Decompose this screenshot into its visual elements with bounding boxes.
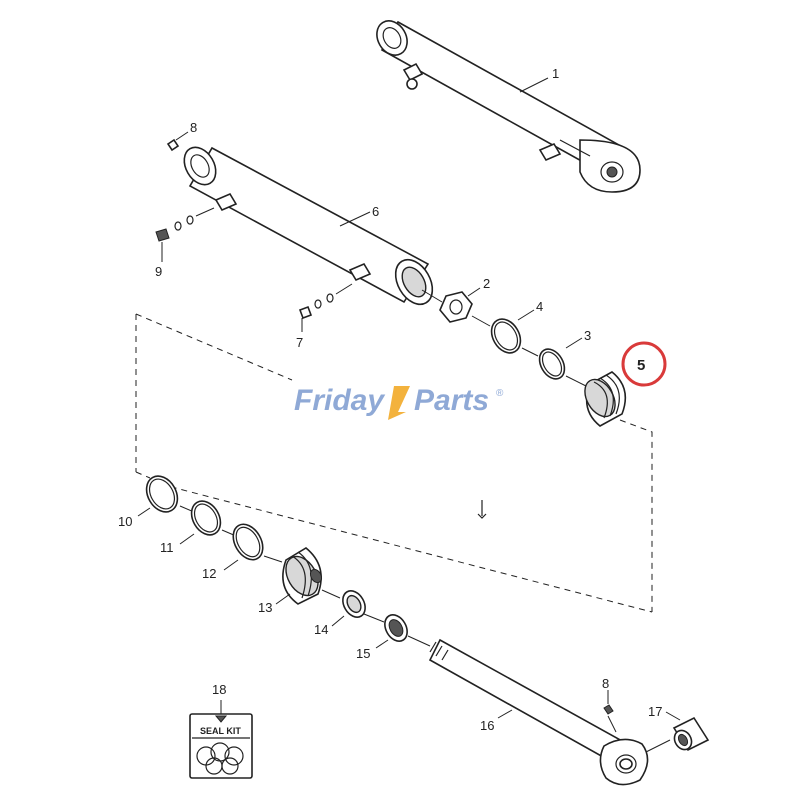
part-6-barrel xyxy=(183,146,434,306)
part-11-o-ring xyxy=(190,500,222,536)
callout-13: 13 xyxy=(258,600,272,615)
part-4-o-ring xyxy=(490,318,522,354)
part-12-backup-ring xyxy=(232,523,264,561)
part-8-grease-fitting-top xyxy=(166,138,180,152)
callout-12: 12 xyxy=(202,566,216,581)
part-1-cylinder-assembly xyxy=(376,20,641,193)
part-16-piston-rod xyxy=(428,638,649,786)
callout-4: 4 xyxy=(536,299,543,314)
callout-10: 10 xyxy=(118,514,132,529)
callout-8-bottom: 8 xyxy=(602,676,609,691)
part-18-seal-kit: SEAL KIT xyxy=(189,713,253,779)
callout-6: 6 xyxy=(372,204,379,219)
callout-7: 7 xyxy=(296,335,303,350)
callout-18: 18 xyxy=(212,682,226,697)
part-8-grease-fitting-bottom xyxy=(603,704,614,715)
watermark-text-parts: Parts xyxy=(414,384,489,417)
callout-16: 16 xyxy=(480,718,494,733)
seal-kit-ring-icon xyxy=(221,757,239,775)
part-7-plug xyxy=(298,283,353,320)
callout-1: 1 xyxy=(552,66,559,81)
watermark-registered-mark: ® xyxy=(496,388,504,399)
watermark-logo: Friday Parts ® xyxy=(294,384,504,420)
part-9-plug xyxy=(155,207,215,242)
watermark-swoosh-icon xyxy=(388,386,410,420)
callout-8-top: 8 xyxy=(190,120,197,135)
part-17-bushing xyxy=(672,716,710,752)
callout-3: 3 xyxy=(584,328,591,343)
part-15-rod-seal xyxy=(384,614,408,642)
seal-kit-ring-icon xyxy=(224,746,244,766)
part-14-wiper xyxy=(342,590,366,618)
part-5-gland xyxy=(584,371,627,427)
callout-5-highlighted: 5 xyxy=(637,357,645,374)
seal-kit-label: SEAL KIT xyxy=(200,726,241,736)
callout-2: 2 xyxy=(483,276,490,291)
highlight-ring xyxy=(621,341,667,387)
callout-9: 9 xyxy=(155,264,162,279)
part-13-piston xyxy=(282,547,323,605)
part-2-nut xyxy=(439,291,473,323)
callout-15: 15 xyxy=(356,646,370,661)
watermark-text-friday: Friday xyxy=(294,384,385,417)
assembly-bracket-dashed xyxy=(135,313,653,613)
callout-14: 14 xyxy=(314,622,328,637)
part-10-wear-ring xyxy=(145,475,179,513)
callout-17: 17 xyxy=(648,704,662,719)
callout-11: 11 xyxy=(160,540,174,555)
part-3-backup-ring xyxy=(538,348,566,380)
